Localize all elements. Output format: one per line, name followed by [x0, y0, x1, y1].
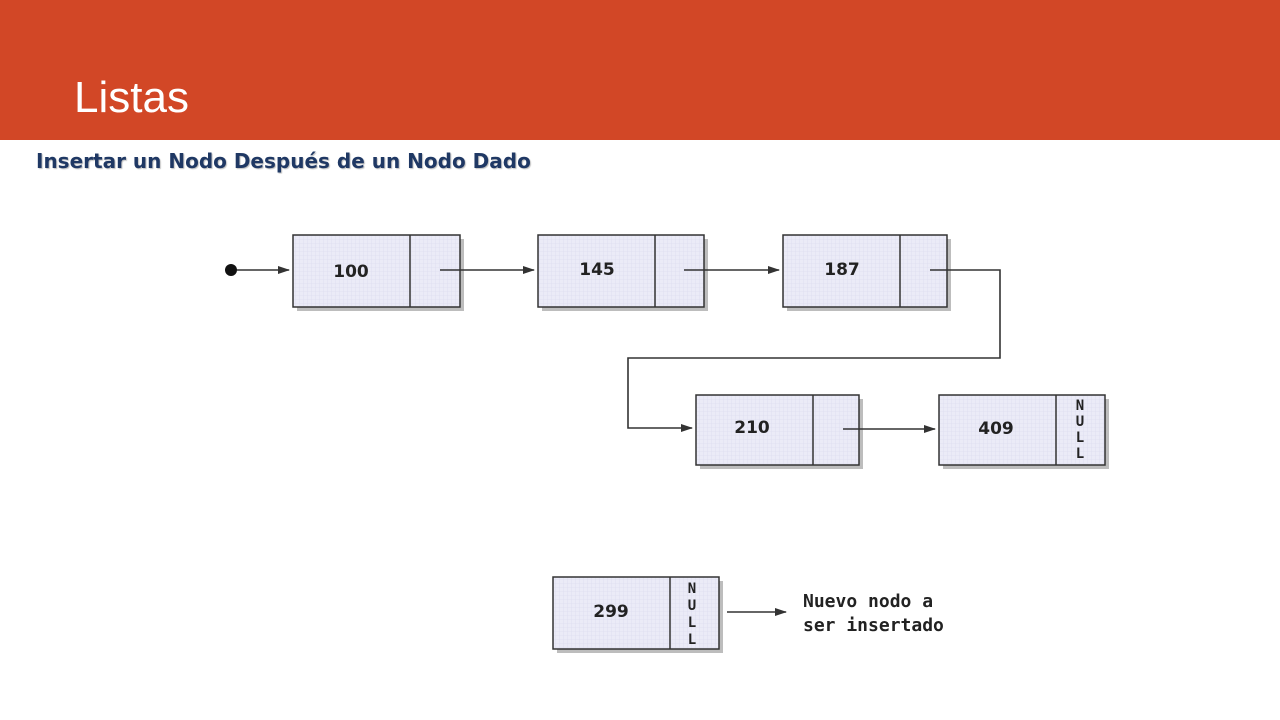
null-label-char: L — [688, 615, 696, 631]
null-label-char: L — [1076, 430, 1084, 446]
title-bar: Listas — [0, 0, 1280, 140]
node-value: 210 — [734, 418, 770, 438]
null-label-char: N — [688, 581, 696, 597]
list-node: 187 — [782, 234, 951, 311]
list-node: 145 — [537, 234, 708, 311]
new-node: 299 N U L L — [552, 576, 723, 653]
slide-subtitle: Insertar un Nodo Después de un Nodo Dado — [36, 149, 531, 173]
null-label-char: L — [688, 632, 696, 648]
wrap-arrow — [627, 269, 1001, 432]
null-label-char: U — [1076, 414, 1084, 430]
node-value: 409 — [978, 419, 1014, 439]
new-node-note-line: Nuevo nodo a — [803, 591, 933, 612]
head-pointer-dot — [225, 264, 237, 276]
node-value: 145 — [579, 260, 615, 280]
null-label-char: N — [1076, 398, 1084, 414]
list-node: 100 — [292, 234, 464, 311]
list-node: 210 — [695, 394, 863, 469]
new-node-note-line: ser insertado — [803, 615, 944, 636]
null-label-char: U — [688, 598, 696, 614]
node-value: 187 — [824, 260, 860, 280]
node-value: 299 — [593, 602, 629, 622]
null-label-char: L — [1076, 446, 1084, 462]
list-node: 409 N U L L — [938, 394, 1109, 469]
node-value: 100 — [333, 262, 369, 282]
slide-title: Listas — [74, 73, 189, 122]
